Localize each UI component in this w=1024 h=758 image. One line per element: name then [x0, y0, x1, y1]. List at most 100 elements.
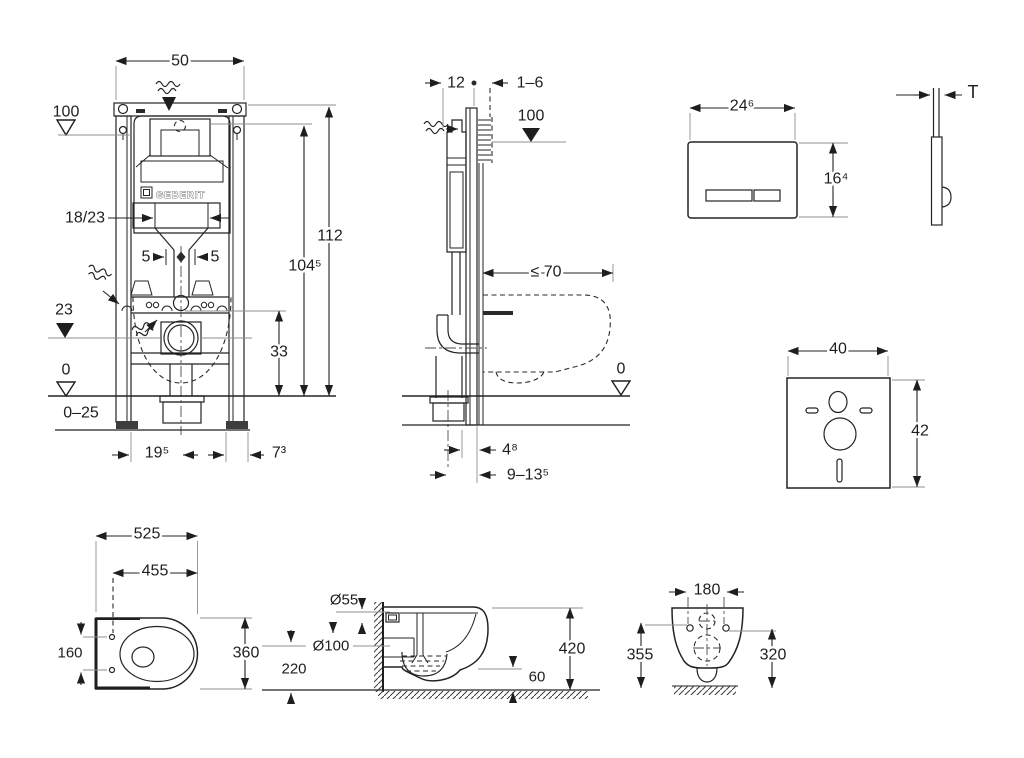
inspection-window [149, 118, 211, 157]
dim-floor-buildup-label: 0–25 [63, 405, 99, 422]
dim-plate-thickness-label: T [968, 82, 979, 102]
actuation-axis [173, 119, 187, 133]
dim-plate-width-label: 24⁶ [730, 98, 754, 115]
flush-button-small [753, 189, 781, 202]
floor-lines [48, 395, 336, 431]
mounting-hole [108, 666, 116, 674]
corner-screw-icon [117, 103, 129, 115]
water-supply-icon [155, 80, 181, 95]
floor-hatch [674, 686, 736, 695]
dim-frame-width-label: 50 [171, 53, 189, 70]
mounting-hole [108, 633, 116, 641]
actuator-plate-view: 24⁶ 16⁴ [687, 95, 851, 219]
button-bump [941, 186, 952, 208]
sound-insulation-view: 40 42 [786, 338, 932, 489]
level-datum-icon [522, 128, 540, 142]
dim-hole-spacing-label: 180 [694, 582, 721, 599]
floor-hatch [378, 691, 588, 699]
frame-front-dimensions: 50 100 112 104⁵ 18/23 5 5 23 [48, 50, 345, 464]
level-datum-icon [610, 380, 632, 397]
dim-total-height-label: 112 [317, 228, 343, 245]
datum-supply-label: 100 [518, 108, 545, 125]
brand-logo-box [140, 186, 153, 199]
dim-offset-right-label: 5 [211, 249, 220, 266]
bowl-outline [95, 617, 199, 690]
inlet-connector [385, 612, 400, 623]
dim-bowl-width-label: 360 [233, 645, 260, 662]
foot-plate [116, 421, 138, 429]
bowl-drain [131, 646, 155, 668]
dim-actuation-height-label: 104⁵ [288, 258, 321, 275]
datum-floor-label: 0 [62, 362, 71, 379]
water-supply-symbols [85, 80, 181, 340]
dim-height-left-label: 355 [627, 647, 654, 664]
frame-structure [113, 102, 248, 429]
dim-bowl-inner-depth-label: 455 [142, 563, 169, 580]
datum-supply-label: 100 [53, 104, 80, 121]
dim-foot-left-label: 19⁵ [145, 445, 169, 462]
fixing-bolt [483, 311, 513, 315]
center-marker-icon [176, 251, 186, 263]
plate-side-profile [930, 136, 943, 226]
bowl-rear-outline [671, 607, 744, 669]
mounting-hole [686, 624, 694, 632]
wall-hatch [374, 602, 383, 692]
frame-side-dimensions: 12 1–6 100 ≤ 70 0 4⁸ 9–13⁵ [425, 72, 632, 486]
level-datum-icon [56, 323, 74, 338]
concealed-cistern: GEBERIT [130, 115, 231, 312]
dim-plate-height-label: 16⁴ [824, 171, 849, 188]
dim-outlet-offset-label: 4⁸ [502, 442, 518, 459]
hanger-bolt-icon [118, 125, 128, 135]
bowl-side-dimensions: Ø55 Ø100 220 420 60 [262, 589, 588, 704]
dim-flush-bend-label: 18/23 [65, 210, 105, 227]
corner-screw-icon [231, 103, 243, 115]
plate-thickness-view: T [896, 80, 981, 226]
water-supply-icon [423, 120, 449, 135]
dim-bowl-depth-label: 525 [134, 526, 161, 543]
dim-hole-spacing-label: 160 [57, 645, 82, 662]
bowl-rim [119, 625, 195, 683]
dim-inlet-diameter-label: Ø55 [330, 592, 358, 609]
bolt-slot [859, 407, 873, 414]
waste-outlet [131, 246, 232, 435]
bowl-rear-dimensions: 180 355 320 [624, 579, 789, 688]
inlet-cutout [828, 390, 848, 414]
mounting-hole [722, 624, 730, 632]
outlet-bump [696, 667, 718, 683]
dim-depth-label: 12 [447, 75, 465, 92]
dim-mat-width-label: 40 [829, 341, 847, 358]
bottom-slot [836, 458, 843, 483]
dim-bowl-depth-label: ≤ 70 [530, 264, 561, 281]
dim-mat-height-label: 42 [911, 423, 929, 440]
flush-bend-ribs [478, 117, 493, 163]
insulation-mat [786, 377, 891, 489]
bowl-top-view: 525 455 160 360 [55, 523, 262, 690]
datum-floor-label: 0 [617, 361, 626, 378]
level-datum-icon [55, 119, 77, 137]
dim-offset-left-label: 5 [142, 249, 151, 266]
dim-clearance-label: 60 [529, 669, 546, 686]
bowl-rear-view: 180 355 320 [624, 579, 789, 695]
outlet-cutout [823, 417, 857, 451]
fixing-rail [121, 296, 229, 314]
dim-wall-lining-label: 1–6 [517, 75, 544, 92]
dim-outlet-height-label: 33 [270, 344, 288, 361]
flush-button-large [705, 189, 753, 202]
bowl-silhouette-dashed [483, 294, 611, 373]
level-datum-icon [55, 381, 77, 398]
dim-outlet-range-label: 9–13⁵ [507, 467, 549, 484]
bowl-profile [383, 606, 489, 682]
bolt-slot [805, 407, 819, 414]
drain-socket [162, 401, 202, 424]
water-supply-icon [85, 263, 113, 284]
bowl-side-view: Ø55 Ø100 220 420 60 [262, 589, 600, 704]
frame-side-view: 12 1–6 100 ≤ 70 0 4⁸ 9–13⁵ [402, 72, 632, 486]
actuator-plate [687, 141, 798, 219]
datum-outlet-label: 23 [55, 302, 73, 319]
dim-outlet-height-label: 220 [281, 661, 306, 678]
supply-arrow-icon [162, 97, 176, 111]
foot-plate [226, 421, 248, 429]
dim-foot-right-label: 7³ [272, 445, 287, 462]
